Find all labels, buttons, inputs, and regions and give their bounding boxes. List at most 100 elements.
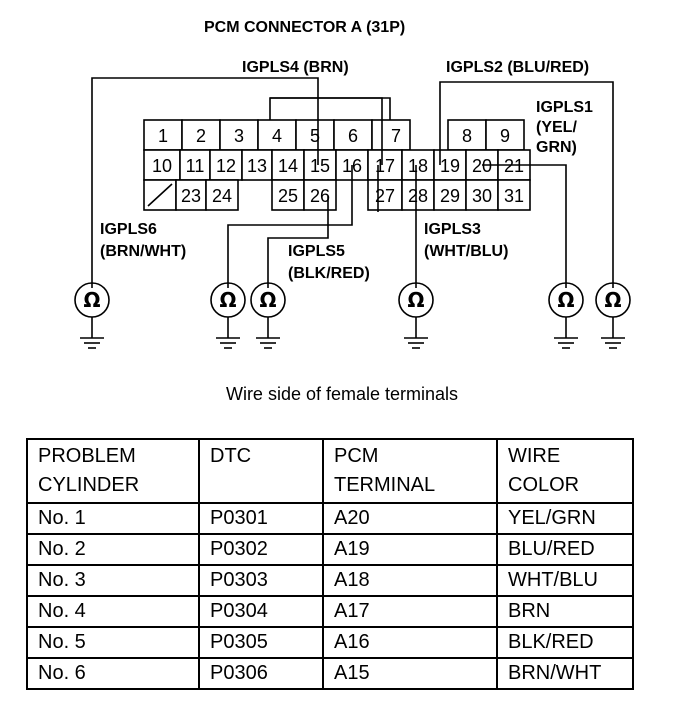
connector-title: PCM CONNECTOR A (31P) bbox=[204, 19, 405, 36]
terminal-24 bbox=[205, 179, 239, 211]
cell-terminal: A20 bbox=[322, 502, 498, 535]
ohmmeter-6: Ω bbox=[595, 282, 631, 349]
terminal-26 bbox=[303, 179, 337, 211]
ohm-symbol: Ω bbox=[604, 288, 621, 312]
igpls5-wire-a bbox=[227, 165, 353, 288]
cell-cylinder: No. 1 bbox=[26, 502, 200, 535]
ohm-symbol: Ω bbox=[557, 288, 574, 312]
table-row: No. 5 P0305 A16 BLK/RED bbox=[26, 626, 634, 659]
terminal-label-7: 7 bbox=[391, 126, 401, 146]
terminal-label-5: 5 bbox=[310, 126, 320, 146]
terminal-15 bbox=[303, 149, 337, 181]
cell-color: BLU/RED bbox=[496, 533, 634, 566]
terminal-label-30: 30 bbox=[472, 186, 492, 206]
cell-dtc: P0306 bbox=[198, 657, 324, 690]
terminal-label-8: 8 bbox=[462, 126, 472, 146]
terminal-label-17: 17 bbox=[375, 156, 395, 176]
cell-color: BRN bbox=[496, 595, 634, 628]
terminal-label-28: 28 bbox=[408, 186, 428, 206]
header-wire-color: WIRE COLOR bbox=[496, 438, 634, 504]
terminal-label-26: 26 bbox=[310, 186, 330, 206]
terminal-label-23: 23 bbox=[181, 186, 201, 206]
igpls3-label-line2: (WHT/BLU) bbox=[424, 243, 508, 260]
igpls1-label-line3: GRN) bbox=[536, 139, 577, 156]
igpls6-label-line1: IGPLS6 bbox=[100, 221, 157, 238]
igpls5-wire-b bbox=[267, 196, 329, 288]
cell-terminal: A15 bbox=[322, 657, 498, 690]
blank-terminal-slash bbox=[147, 183, 173, 207]
ohmmeter-1: Ω bbox=[74, 282, 110, 349]
terminal-28 bbox=[401, 179, 435, 211]
cell-color: WHT/BLU bbox=[496, 564, 634, 597]
terminal-label-24: 24 bbox=[212, 186, 232, 206]
cell-cylinder: No. 6 bbox=[26, 657, 200, 690]
cell-terminal: A18 bbox=[322, 564, 498, 597]
ohmmeter-2: Ω bbox=[210, 282, 246, 349]
igpls1-wire bbox=[482, 164, 567, 288]
terminal-label-1: 1 bbox=[158, 126, 168, 146]
cell-dtc: P0305 bbox=[198, 626, 324, 659]
terminal-label-15: 15 bbox=[310, 156, 330, 176]
igpls5-label-line1: IGPLS5 bbox=[288, 243, 345, 260]
terminal-label-11: 11 bbox=[186, 156, 205, 176]
terminal-label-20: 20 bbox=[472, 156, 492, 176]
table-row: No. 1 P0301 A20 YEL/GRN bbox=[26, 502, 634, 535]
cell-terminal: A16 bbox=[322, 626, 498, 659]
cell-color: BLK/RED bbox=[496, 626, 634, 659]
header-dtc: DTC bbox=[198, 438, 324, 504]
cell-dtc: P0302 bbox=[198, 533, 324, 566]
terminal-label-12: 12 bbox=[216, 156, 236, 176]
ohm-symbol: Ω bbox=[407, 288, 424, 312]
cell-cylinder: No. 2 bbox=[26, 533, 200, 566]
ohmmeter-5: Ω bbox=[548, 282, 584, 349]
ohmmeter-4: Ω bbox=[398, 282, 434, 349]
igpls6-wire bbox=[91, 77, 319, 288]
cell-dtc: P0301 bbox=[198, 502, 324, 535]
wires bbox=[91, 77, 614, 288]
ohm-symbol: Ω bbox=[83, 288, 100, 312]
terminal-31 bbox=[497, 179, 531, 211]
terminal-label-25: 25 bbox=[278, 186, 298, 206]
terminal-27 bbox=[367, 179, 403, 211]
terminal-11 bbox=[179, 149, 211, 181]
table-header-row: PROBLEM CYLINDER DTC PCM TERMINAL WIRE C… bbox=[26, 438, 634, 504]
terminal-label-31: 31 bbox=[504, 186, 524, 206]
terminal-label-10: 10 bbox=[152, 156, 172, 176]
connector-row-2: 10 11 12 13 14 15 16 17 18 19 20 21 bbox=[143, 149, 531, 181]
terminal-label-27: 27 bbox=[375, 186, 395, 206]
igpls2-label: IGPLS2 (BLU/RED) bbox=[446, 59, 589, 76]
terminal-label-3: 3 bbox=[234, 126, 244, 146]
cell-color: BRN/WHT bbox=[496, 657, 634, 690]
connector-diagram: PCM CONNECTOR A (31P) 1 2 3 4 5 6 7 8 9 bbox=[74, 19, 631, 404]
terminal-label-19: 19 bbox=[440, 156, 460, 176]
ohmmeter-3: Ω bbox=[250, 282, 286, 349]
connector-row-1: 1 2 3 4 5 6 7 8 9 bbox=[143, 119, 525, 151]
table-row: No. 4 P0304 A17 BRN bbox=[26, 595, 634, 628]
ohm-symbol: Ω bbox=[219, 288, 236, 312]
terminal-label-9: 9 bbox=[500, 126, 510, 146]
connector-row-3: 23 24 25 26 27 28 29 30 31 bbox=[143, 179, 531, 211]
cell-dtc: P0304 bbox=[198, 595, 324, 628]
terminal-label-4: 4 bbox=[272, 126, 282, 146]
header-problem-cylinder: PROBLEM CYLINDER bbox=[26, 438, 200, 504]
igpls6-label-line2: (BRN/WHT) bbox=[100, 243, 186, 260]
header-pcm-terminal: PCM TERMINAL bbox=[322, 438, 498, 504]
table-row: No. 6 P0306 A15 BRN/WHT bbox=[26, 657, 634, 690]
igpls1-label-line2: (YEL/ bbox=[536, 119, 577, 136]
terminal-label-6: 6 bbox=[348, 126, 358, 146]
cell-dtc: P0303 bbox=[198, 564, 324, 597]
cell-cylinder: No. 5 bbox=[26, 626, 200, 659]
ohm-symbol: Ω bbox=[259, 288, 276, 312]
igpls1-label-line1: IGPLS1 bbox=[536, 99, 593, 116]
diagram-caption: Wire side of female terminals bbox=[226, 384, 458, 404]
igpls3-label-line1: IGPLS3 bbox=[424, 221, 481, 238]
terminal-label-13: 13 bbox=[247, 156, 267, 176]
igpls4-wire-top bbox=[270, 97, 391, 120]
table-row: No. 3 P0303 A18 WHT/BLU bbox=[26, 564, 634, 597]
terminal-label-18: 18 bbox=[408, 156, 428, 176]
terminal-8 bbox=[447, 119, 487, 151]
terminal-18 bbox=[401, 149, 435, 181]
terminal-23 bbox=[175, 179, 207, 211]
cell-terminal: A17 bbox=[322, 595, 498, 628]
terminal-label-29: 29 bbox=[440, 186, 460, 206]
